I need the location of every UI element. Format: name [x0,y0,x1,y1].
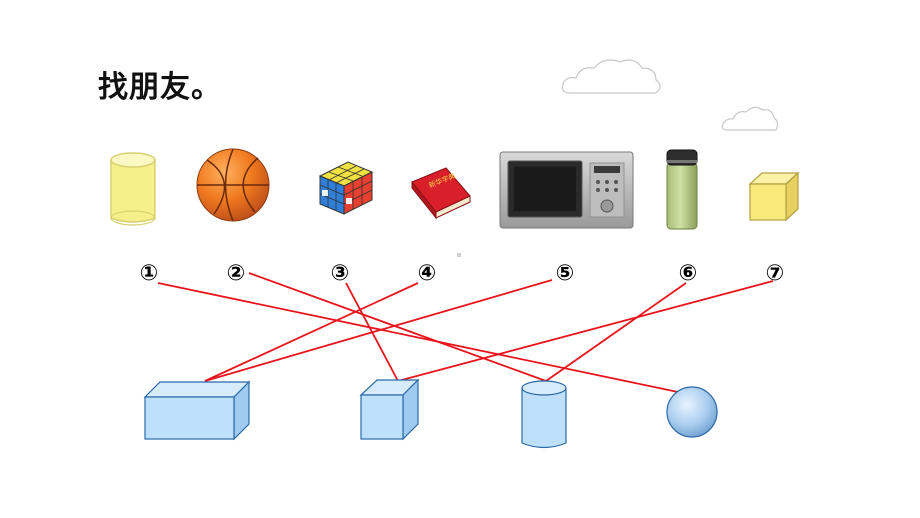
match-line-2 [248,272,547,382]
number-label-6: ⑥ [679,261,698,286]
decor-dot [457,253,461,257]
cloud-icon [721,106,779,131]
dictionary-book-object: 新华字典 [411,167,471,220]
page-title: 找朋友。 [98,70,222,105]
number-label-1: ① [140,261,159,286]
sphere-shape [666,386,718,438]
cloud-icon [561,59,661,94]
number-label-2: ② [227,261,246,286]
number-label-5: ⑤ [556,261,575,286]
number-label-7: ⑦ [766,261,785,286]
cube-shape [359,378,420,441]
match-line-4 [204,282,419,382]
number-label-3: ③ [331,261,350,286]
microwave-oven-object [499,151,634,229]
match-line-5 [204,279,553,382]
cylinder-shape [521,380,567,449]
thermos-bottle-object [666,149,698,230]
number-label-4: ④ [418,261,437,286]
match-line-1 [157,282,679,393]
rubiks-cube-object [318,161,374,215]
match-line-6 [545,282,687,382]
yellow-cylinder-object [110,152,156,226]
basketball-object [196,148,270,222]
yellow-cube-object [748,171,800,222]
match-line-7 [397,280,774,382]
cuboid-shape [143,380,251,441]
match-lines [157,272,774,393]
number-labels: ① ② ③ ④ ⑤ ⑥ ⑦ [140,261,785,286]
